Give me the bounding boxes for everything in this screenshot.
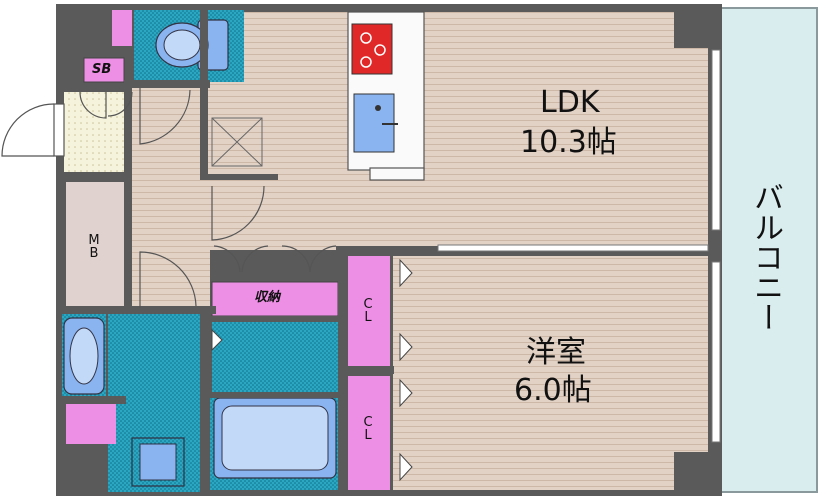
ldk-size-label: 10.3帖 bbox=[520, 125, 617, 160]
western-name-label: 洋室 bbox=[526, 335, 586, 370]
sink-icon bbox=[353, 93, 398, 153]
window-western bbox=[711, 261, 721, 443]
stove-icon bbox=[351, 23, 393, 75]
western-size-label: 6.0帖 bbox=[514, 373, 592, 408]
balcony-area bbox=[719, 7, 818, 493]
toilet-icon bbox=[155, 19, 229, 71]
closet-lower-label: CL bbox=[363, 415, 373, 443]
closet-lower bbox=[348, 376, 390, 490]
closet-door-markers bbox=[211, 258, 413, 482]
sliding-partition bbox=[437, 244, 709, 252]
washbasin-room bbox=[212, 320, 338, 394]
shoe-box-label: SB bbox=[92, 62, 112, 77]
washbasin-icon bbox=[213, 397, 337, 479]
hallway-floor-lower bbox=[208, 180, 336, 250]
meter-box-area bbox=[66, 182, 128, 306]
balcony-label: バルコニー bbox=[748, 182, 783, 332]
washing-machine-icon bbox=[131, 437, 185, 487]
hallway-floor bbox=[132, 84, 210, 306]
pipe-shaft bbox=[211, 117, 263, 167]
window-ldk bbox=[711, 49, 721, 231]
ldk-name-label: LDK bbox=[540, 85, 600, 120]
wash-closet bbox=[66, 404, 116, 444]
closet-upper-label: CL bbox=[363, 297, 373, 325]
western-floor bbox=[393, 254, 715, 490]
bathtub-icon bbox=[63, 317, 105, 395]
meter-box-label: MB bbox=[88, 233, 100, 261]
toilet-closet bbox=[112, 10, 132, 46]
storage-label: 収納 bbox=[254, 290, 281, 305]
entrance-tile bbox=[64, 92, 130, 172]
closet-upper bbox=[348, 256, 390, 368]
sb-box bbox=[83, 57, 125, 83]
kitchen-counter-end bbox=[369, 167, 425, 181]
door-swing-icon bbox=[1, 88, 337, 308]
